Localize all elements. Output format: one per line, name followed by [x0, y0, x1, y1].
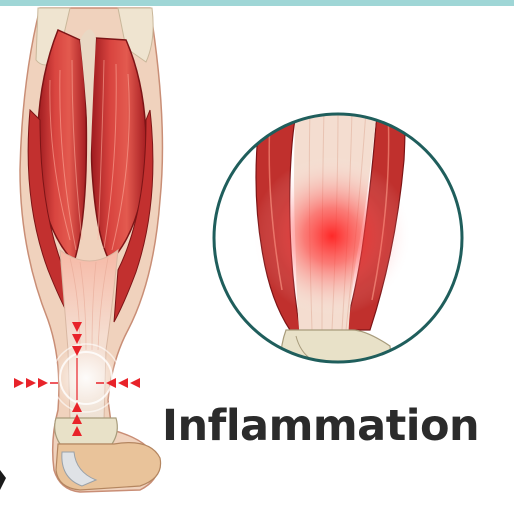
inflammation-label: Inflammation	[162, 396, 507, 456]
arrow-left-1	[130, 378, 140, 388]
inflammation-hotspot	[252, 156, 412, 316]
edge-mark	[0, 470, 6, 490]
calf-anatomy-illustration	[0, 8, 162, 492]
arrow-right-2	[26, 378, 36, 388]
arrow-right-3	[38, 378, 48, 388]
arrow-right-1	[14, 378, 24, 388]
heel-bone	[55, 418, 118, 444]
achilles-tendon-closeup	[214, 100, 462, 370]
